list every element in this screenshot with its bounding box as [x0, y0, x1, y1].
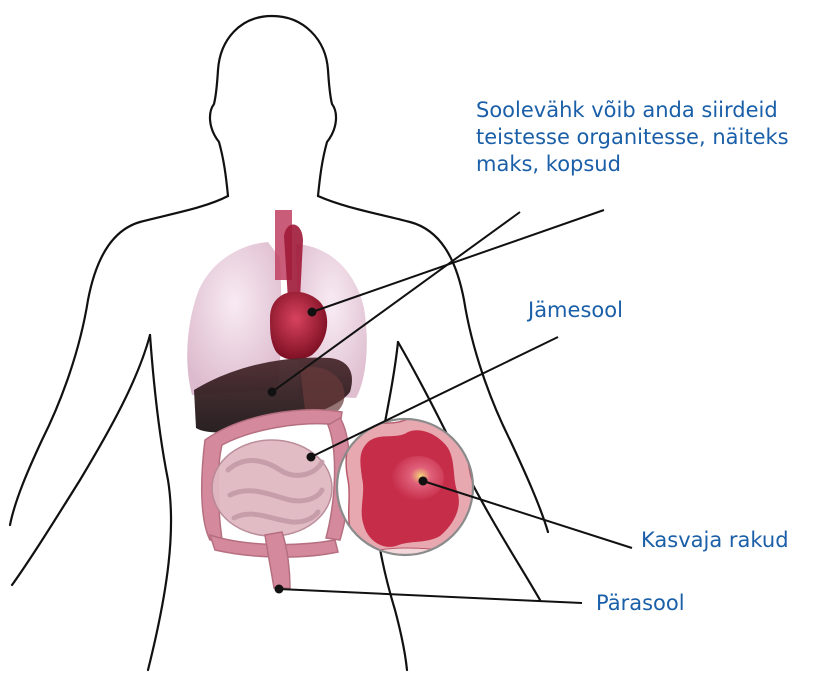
- dot-rectum: [275, 585, 284, 594]
- organs: [187, 210, 367, 588]
- label-rectum: Pärasool: [596, 590, 685, 617]
- rectum: [265, 532, 290, 588]
- label-colon: Jämesool: [528, 297, 623, 324]
- dot-liver: [268, 388, 277, 397]
- aorta: [284, 224, 303, 300]
- tumor-mass: [392, 456, 444, 500]
- head-outline: [210, 16, 336, 196]
- dot-tumor: [419, 477, 428, 486]
- label-metastasis: Soolevähk võib anda siirdeid teistesse o…: [476, 97, 821, 178]
- dot-lung: [308, 308, 317, 317]
- left-torso-side: [148, 335, 171, 670]
- label-tumor-cells: Kasvaja rakud: [641, 527, 789, 554]
- dot-colon: [307, 453, 316, 462]
